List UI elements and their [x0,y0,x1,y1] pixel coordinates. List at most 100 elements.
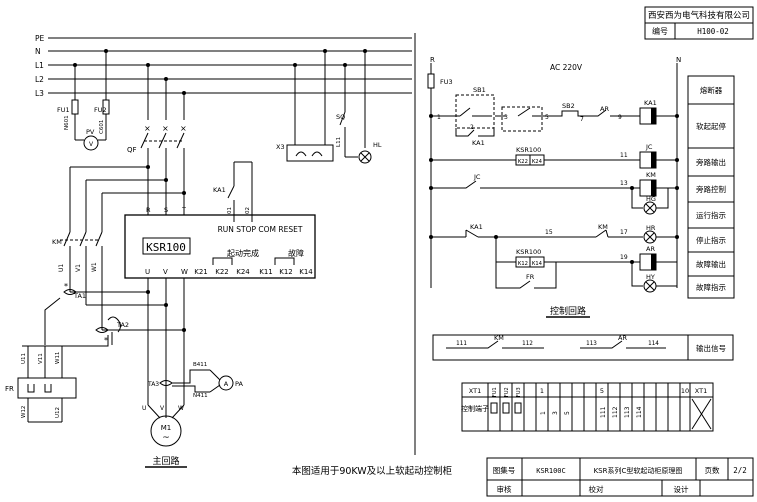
lighting-branch: X3 SQ L11 HL [276,49,382,164]
current-transformers: TA1 * TA2 * U11 V11 W11 FR W12 U12 [5,282,129,423]
thermal-relay-fr [17,377,77,399]
ka1-run-contact: KA1 01 02 [213,161,253,222]
voltmeter-pv [83,135,99,151]
strip-fu1: FU1 [492,387,498,397]
ksr-k24-1: K24 [532,159,543,165]
strip-v-5: 5 [564,411,571,415]
hl-label: HL [373,141,382,149]
contactor-km: KM U1 V1 W1 [52,231,103,330]
svg-text:V: V [89,141,94,148]
legend-bypass-control: 旁路控制 [696,184,726,194]
motor-v: V [160,405,165,412]
ta1-star: * [64,282,68,291]
jc-contact-label: JC [473,173,481,181]
phase-s: S [164,206,168,214]
function-legend: 熔断器 软起起停 旁路输出 旁路控制 运行指示 停止指示 故障输出 故障指示 [687,75,735,299]
strip-num-10: 10 [681,387,689,395]
drawing-no: KSR100C [536,467,566,475]
box-node-2: 2 [470,124,474,131]
lamp-hl [358,150,372,164]
wire-v11: V11 [38,353,44,364]
strip-v-1: 1 [540,411,547,415]
term-k22: K22 [215,268,229,276]
phase-u: U [145,268,150,276]
out-km-label: KM [494,334,504,342]
bypass-wiring [69,166,184,232]
soft-starter-ksr100: KSR100 R S T RUN STOP COM RESET U V W K2… [124,206,316,279]
label-fault: 故障 [288,248,304,258]
rung-fault: K12 K14 KSR100 19 AR FR HY 控制回路 [494,235,677,318]
wire-n601: N601 [64,115,70,130]
bus-n: N [35,47,41,56]
ka1-hold-label: KA1 [472,139,485,147]
wire-l11: L11 [336,137,342,147]
strip-v-111: 111 [600,406,607,418]
qf-label: QF [127,146,137,154]
rung-stop-indicator: KA1 KM 15 17 HR [431,223,677,244]
bus-bars: PE N L1 L2 L3 [35,33,416,455]
control-circuit-caption: 控制回路 [550,305,586,317]
ta1-label: TA1 [73,292,86,300]
wire-u1: U1 [58,264,65,272]
legend-fuse: 熔断器 [700,85,723,95]
fu1-label: FU1 [57,106,70,114]
wire-b411: B411 [193,362,207,368]
cross-3: × [180,124,187,133]
bus-l1: L1 [35,61,44,70]
bus-pe: PE [35,34,45,43]
sb2-label: SB2 [562,102,575,110]
rail-n: N [676,56,681,64]
ka1-label: KA1 [213,186,226,194]
km-coil-label: KM [646,171,656,179]
phase-v: V [163,268,168,276]
applicability-note: 本图适用于90KW及以上软起动控制柜 [292,465,453,477]
wire-c601: C601 [99,120,105,134]
rung-bypass-control: JC 13 KM HG [431,171,677,215]
term-k21: K21 [194,268,208,276]
ta3-label: TA3 [147,381,159,388]
output-signal-label: 输出信号 [696,343,726,353]
bus-l3: L3 [35,89,44,98]
legend-stop-indicator: 停止指示 [696,235,726,245]
strip-num-5: 5 [600,387,604,395]
term-k24: K24 [236,268,250,276]
pa-label: PA [235,380,244,388]
rail-r: R [430,56,435,64]
wire-n411: N411 [193,393,208,399]
node-3: 3 [504,114,508,121]
output-signal-strip: KM 111 112 AR 113 114 输出信号 [432,334,734,361]
phase-t: T [181,206,186,214]
legend-soft-start: 软起起停 [696,121,726,131]
term-02: 02 [245,207,251,214]
drawing-title: KSR系列C型软起动柜原理图 [594,466,683,475]
svg-text:A: A [224,380,229,388]
cross-2: × [162,124,169,133]
ka1-coil-label: KA1 [644,99,657,107]
ksr-label-2: KSR100 [516,248,541,256]
legend-run-indicator: 运行指示 [696,210,726,220]
page-label: 页数 [705,465,720,475]
node-5: 5 [545,114,549,121]
design-label: 设计 [674,484,689,494]
review-label: 审核 [497,484,512,494]
out-term-111: 111 [456,340,467,347]
company-name: 西安西为电气科技有限公司 [648,10,750,21]
ta2-star: * [104,336,108,345]
label-start-done: 起动完成 [227,248,259,258]
strip-num-1: 1 [540,387,544,395]
node-1: 1 [437,114,441,121]
strip-fu3: FU3 [516,387,522,397]
motor-label: M1 [161,424,172,432]
xt1-header-right: XT1 [695,387,707,395]
ar-label-1: AR [600,105,609,113]
xt1-header-left: XT1 [469,387,481,395]
title-block-bottom: 图集号 KSR100C KSR系列C型软起动柜原理图 页数 2/2 审核 校对 … [486,457,754,497]
supply-label: AC 220V [550,63,583,72]
fu3-label: FU3 [440,78,453,86]
wire-u11: U11 [21,353,27,364]
x3-label: X3 [276,143,285,151]
motor-m1 [150,415,182,447]
node-7: 7 [580,116,584,123]
out-term-114: 114 [648,340,659,347]
